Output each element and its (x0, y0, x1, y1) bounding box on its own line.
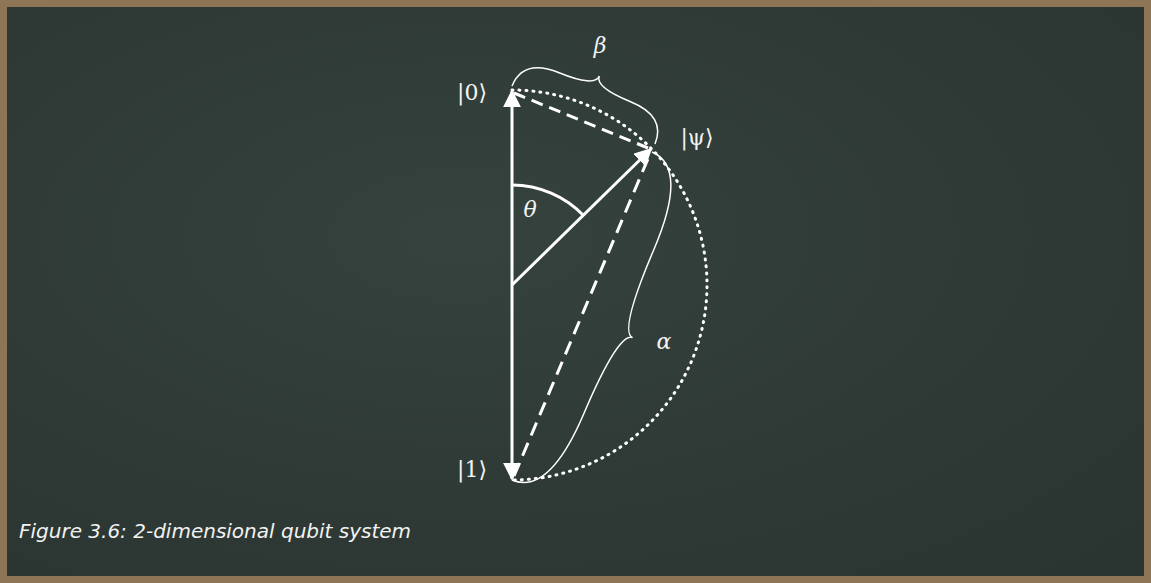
angle-label: θ (523, 198, 536, 222)
dashed-alpha (514, 154, 650, 476)
amplitude-label: β (594, 34, 607, 58)
theta-arc (512, 185, 584, 216)
alpha-brace (512, 152, 671, 483)
basis-vector-1 (511, 285, 514, 479)
ket-one: |1⟩ (457, 458, 487, 482)
beta-brace (512, 68, 658, 144)
ket-psi: |ψ⟩ (680, 126, 713, 150)
basis-vector-0 (511, 91, 514, 285)
ket-zero: |0⟩ (457, 81, 487, 105)
state-vector (512, 149, 651, 285)
figure-caption: Figure 3.6: 2-dimensional qubit system (19, 519, 411, 543)
amplitude-label: α (657, 330, 672, 354)
dotted-arc (512, 90, 707, 480)
